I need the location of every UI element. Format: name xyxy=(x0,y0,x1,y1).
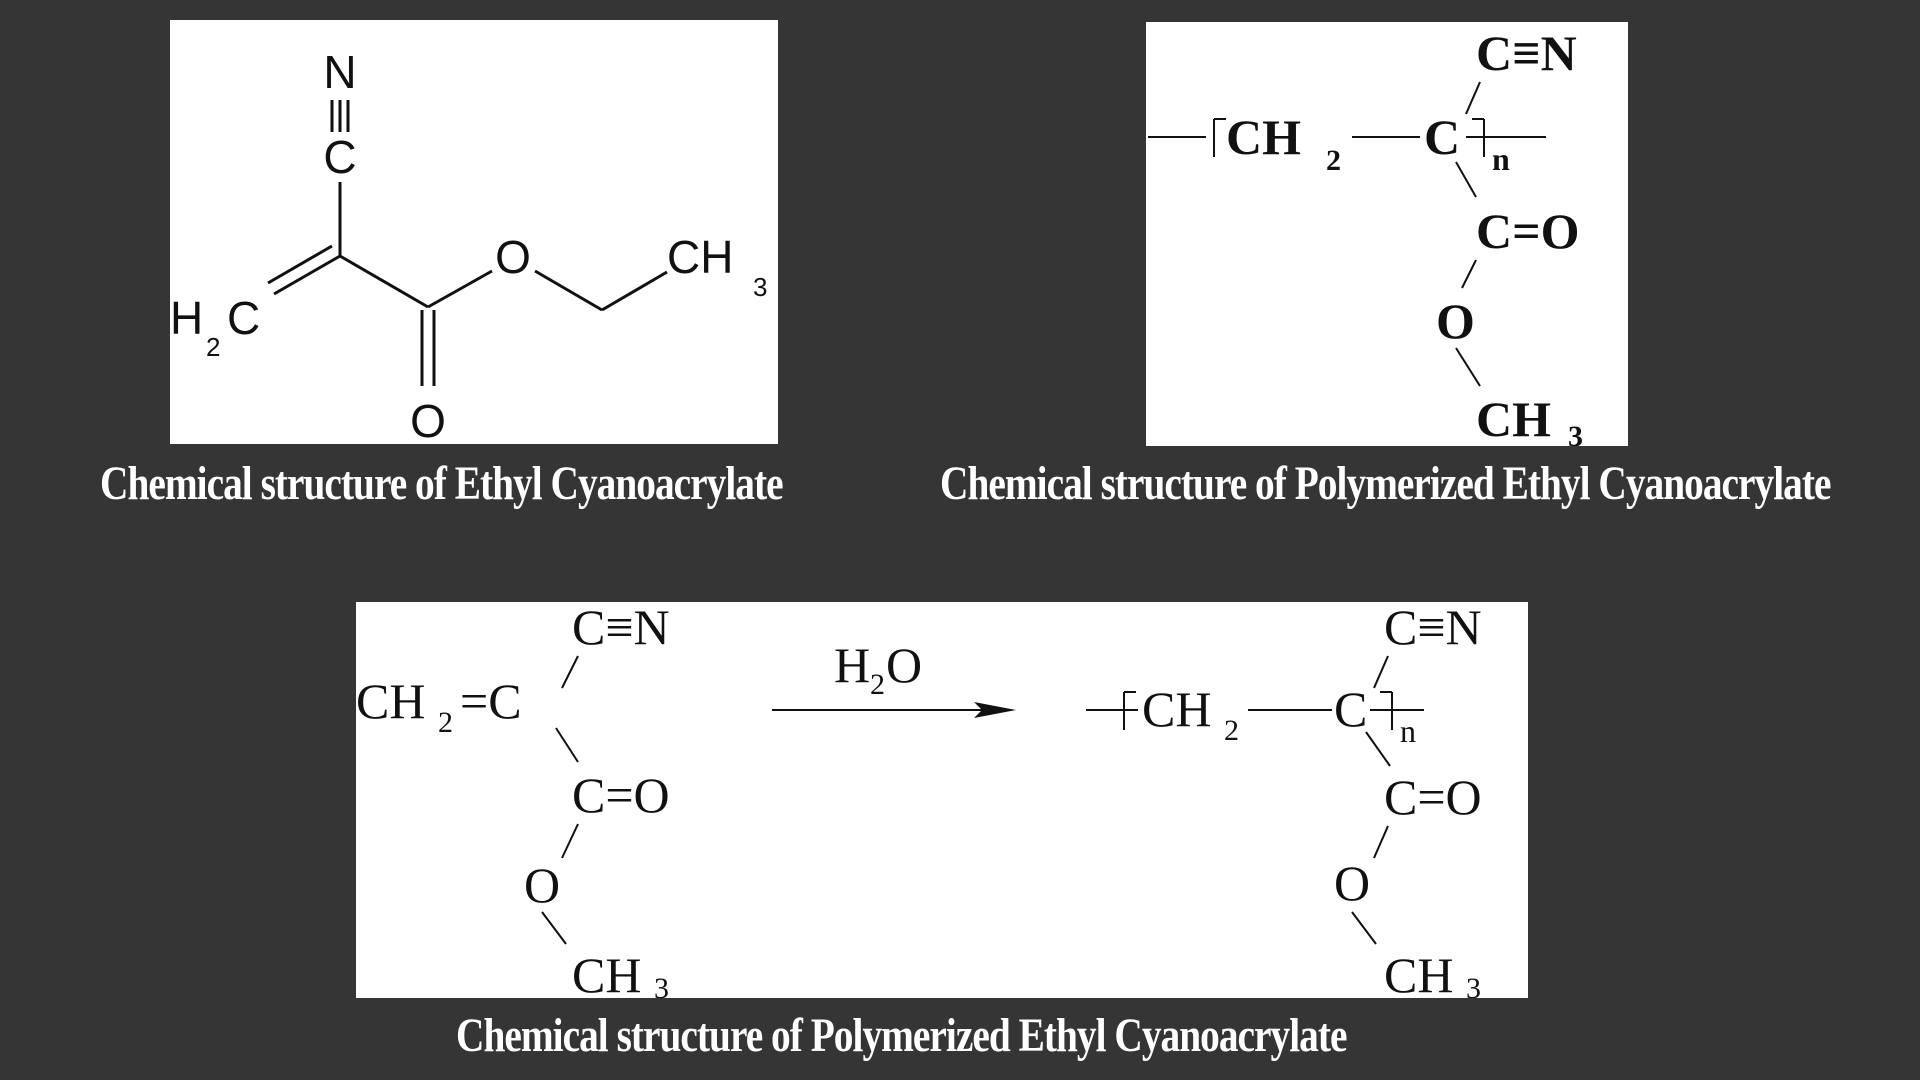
nitrile-carbon-label: C xyxy=(323,131,356,183)
ester-o-label: O xyxy=(1436,293,1475,349)
carbonyl-o-bond xyxy=(1461,259,1477,289)
reaction-scheme-panel: C≡N CH 2 =C C=O O CH 3 H 2 O C≡N CH 2 C … xyxy=(356,602,1528,998)
reagent-o-label: O xyxy=(886,637,922,693)
polymer-structure-diagram: C≡N CH 2 C n C=O O CH 3 xyxy=(1148,25,1583,446)
reaction-caption: Chemical structure of Polymerized Ethyl … xyxy=(456,1009,1347,1062)
product-c-label: C xyxy=(1334,681,1367,737)
vinyl-double-bond-1 xyxy=(273,254,341,296)
reaction-scheme-diagram: C≡N CH 2 =C C=O O CH 3 H 2 O C≡N CH 2 C … xyxy=(356,602,1482,998)
reactant-methyl-subscript: 3 xyxy=(654,972,669,998)
reactant-o-methyl-bond xyxy=(541,911,567,945)
reaction-arrow-head xyxy=(974,702,1016,718)
reactant-c-nitrile-bond xyxy=(561,655,579,689)
product-o-methyl-bond xyxy=(1351,911,1377,945)
polymer-structure-panel: C≡N CH 2 C n C=O O CH 3 xyxy=(1146,22,1628,446)
reactant-c-carbonyl-bond xyxy=(555,727,579,763)
reagent-h-label: H xyxy=(834,637,870,693)
monomer-structure-diagram: N C H 2 C O CH 3 O xyxy=(170,46,767,444)
ch2-ch3-bond xyxy=(601,270,668,312)
methyl-subscript: 3 xyxy=(753,272,767,302)
polymer-caption: Chemical structure of Polymerized Ethyl … xyxy=(940,457,1831,510)
ch2-label: CH xyxy=(1226,109,1301,165)
product-ch2-label: CH xyxy=(1142,681,1211,737)
product-carbonyl-label: C=O xyxy=(1384,769,1482,825)
methyl-label: CH xyxy=(667,231,733,283)
reagent-subscript: 2 xyxy=(870,668,885,701)
repeat-n-label: n xyxy=(1492,141,1510,177)
product-c-nitrile-bond xyxy=(1373,655,1389,689)
o-methyl-bond xyxy=(1455,347,1481,387)
reactant-carbonyl-label: C=O xyxy=(572,767,670,823)
monomer-caption: Chemical structure of Ethyl Cyanoacrylat… xyxy=(100,457,784,510)
carbonyl-oxygen-label: O xyxy=(410,395,446,444)
ch2-subscript: 2 xyxy=(206,332,220,362)
nitrile-group-label: C≡N xyxy=(1476,25,1577,81)
reactant-ester-o-label: O xyxy=(524,857,560,913)
c-nitrile-bond xyxy=(1465,81,1481,115)
ch2-c-label: C xyxy=(227,292,260,344)
c-carbonyl-bond xyxy=(1455,161,1477,198)
product-methyl-label: CH xyxy=(1384,947,1453,998)
c-o-ester-bond xyxy=(427,269,493,309)
c-carbonyl-bond xyxy=(339,254,429,309)
reactant-double-bond-c-label: =C xyxy=(460,673,522,729)
reactant-nitrile-label: C≡N xyxy=(572,602,670,655)
product-c-carbonyl-bond xyxy=(1365,731,1391,767)
product-methyl-subscript: 3 xyxy=(1466,972,1481,998)
monomer-structure-panel: N C H 2 C O CH 3 O xyxy=(170,20,778,444)
o-ch2-bond xyxy=(534,269,603,312)
reactant-methyl-label: CH xyxy=(572,947,641,998)
ch2-h-label: H xyxy=(170,292,203,344)
product-carbonyl-o-bond xyxy=(1373,825,1389,859)
product-n-label: n xyxy=(1400,713,1416,749)
vinyl-double-bond-2 xyxy=(267,244,333,285)
reactant-ch2-label: CH xyxy=(356,673,425,729)
ester-oxygen-label: O xyxy=(495,231,531,283)
methyl-subscript: 3 xyxy=(1568,420,1583,446)
ch2-subscript: 2 xyxy=(1326,144,1341,177)
nitrogen-atom-label: N xyxy=(323,46,356,98)
carbonyl-label: C=O xyxy=(1476,203,1580,259)
product-ester-o-label: O xyxy=(1334,855,1370,911)
reactant-carbonyl-o-bond xyxy=(561,823,579,859)
product-ch2-subscript: 2 xyxy=(1224,714,1239,747)
reactant-ch2-subscript: 2 xyxy=(438,706,453,739)
methyl-label: CH xyxy=(1476,391,1551,446)
product-nitrile-label: C≡N xyxy=(1384,602,1482,655)
backbone-c-label: C xyxy=(1424,109,1460,165)
